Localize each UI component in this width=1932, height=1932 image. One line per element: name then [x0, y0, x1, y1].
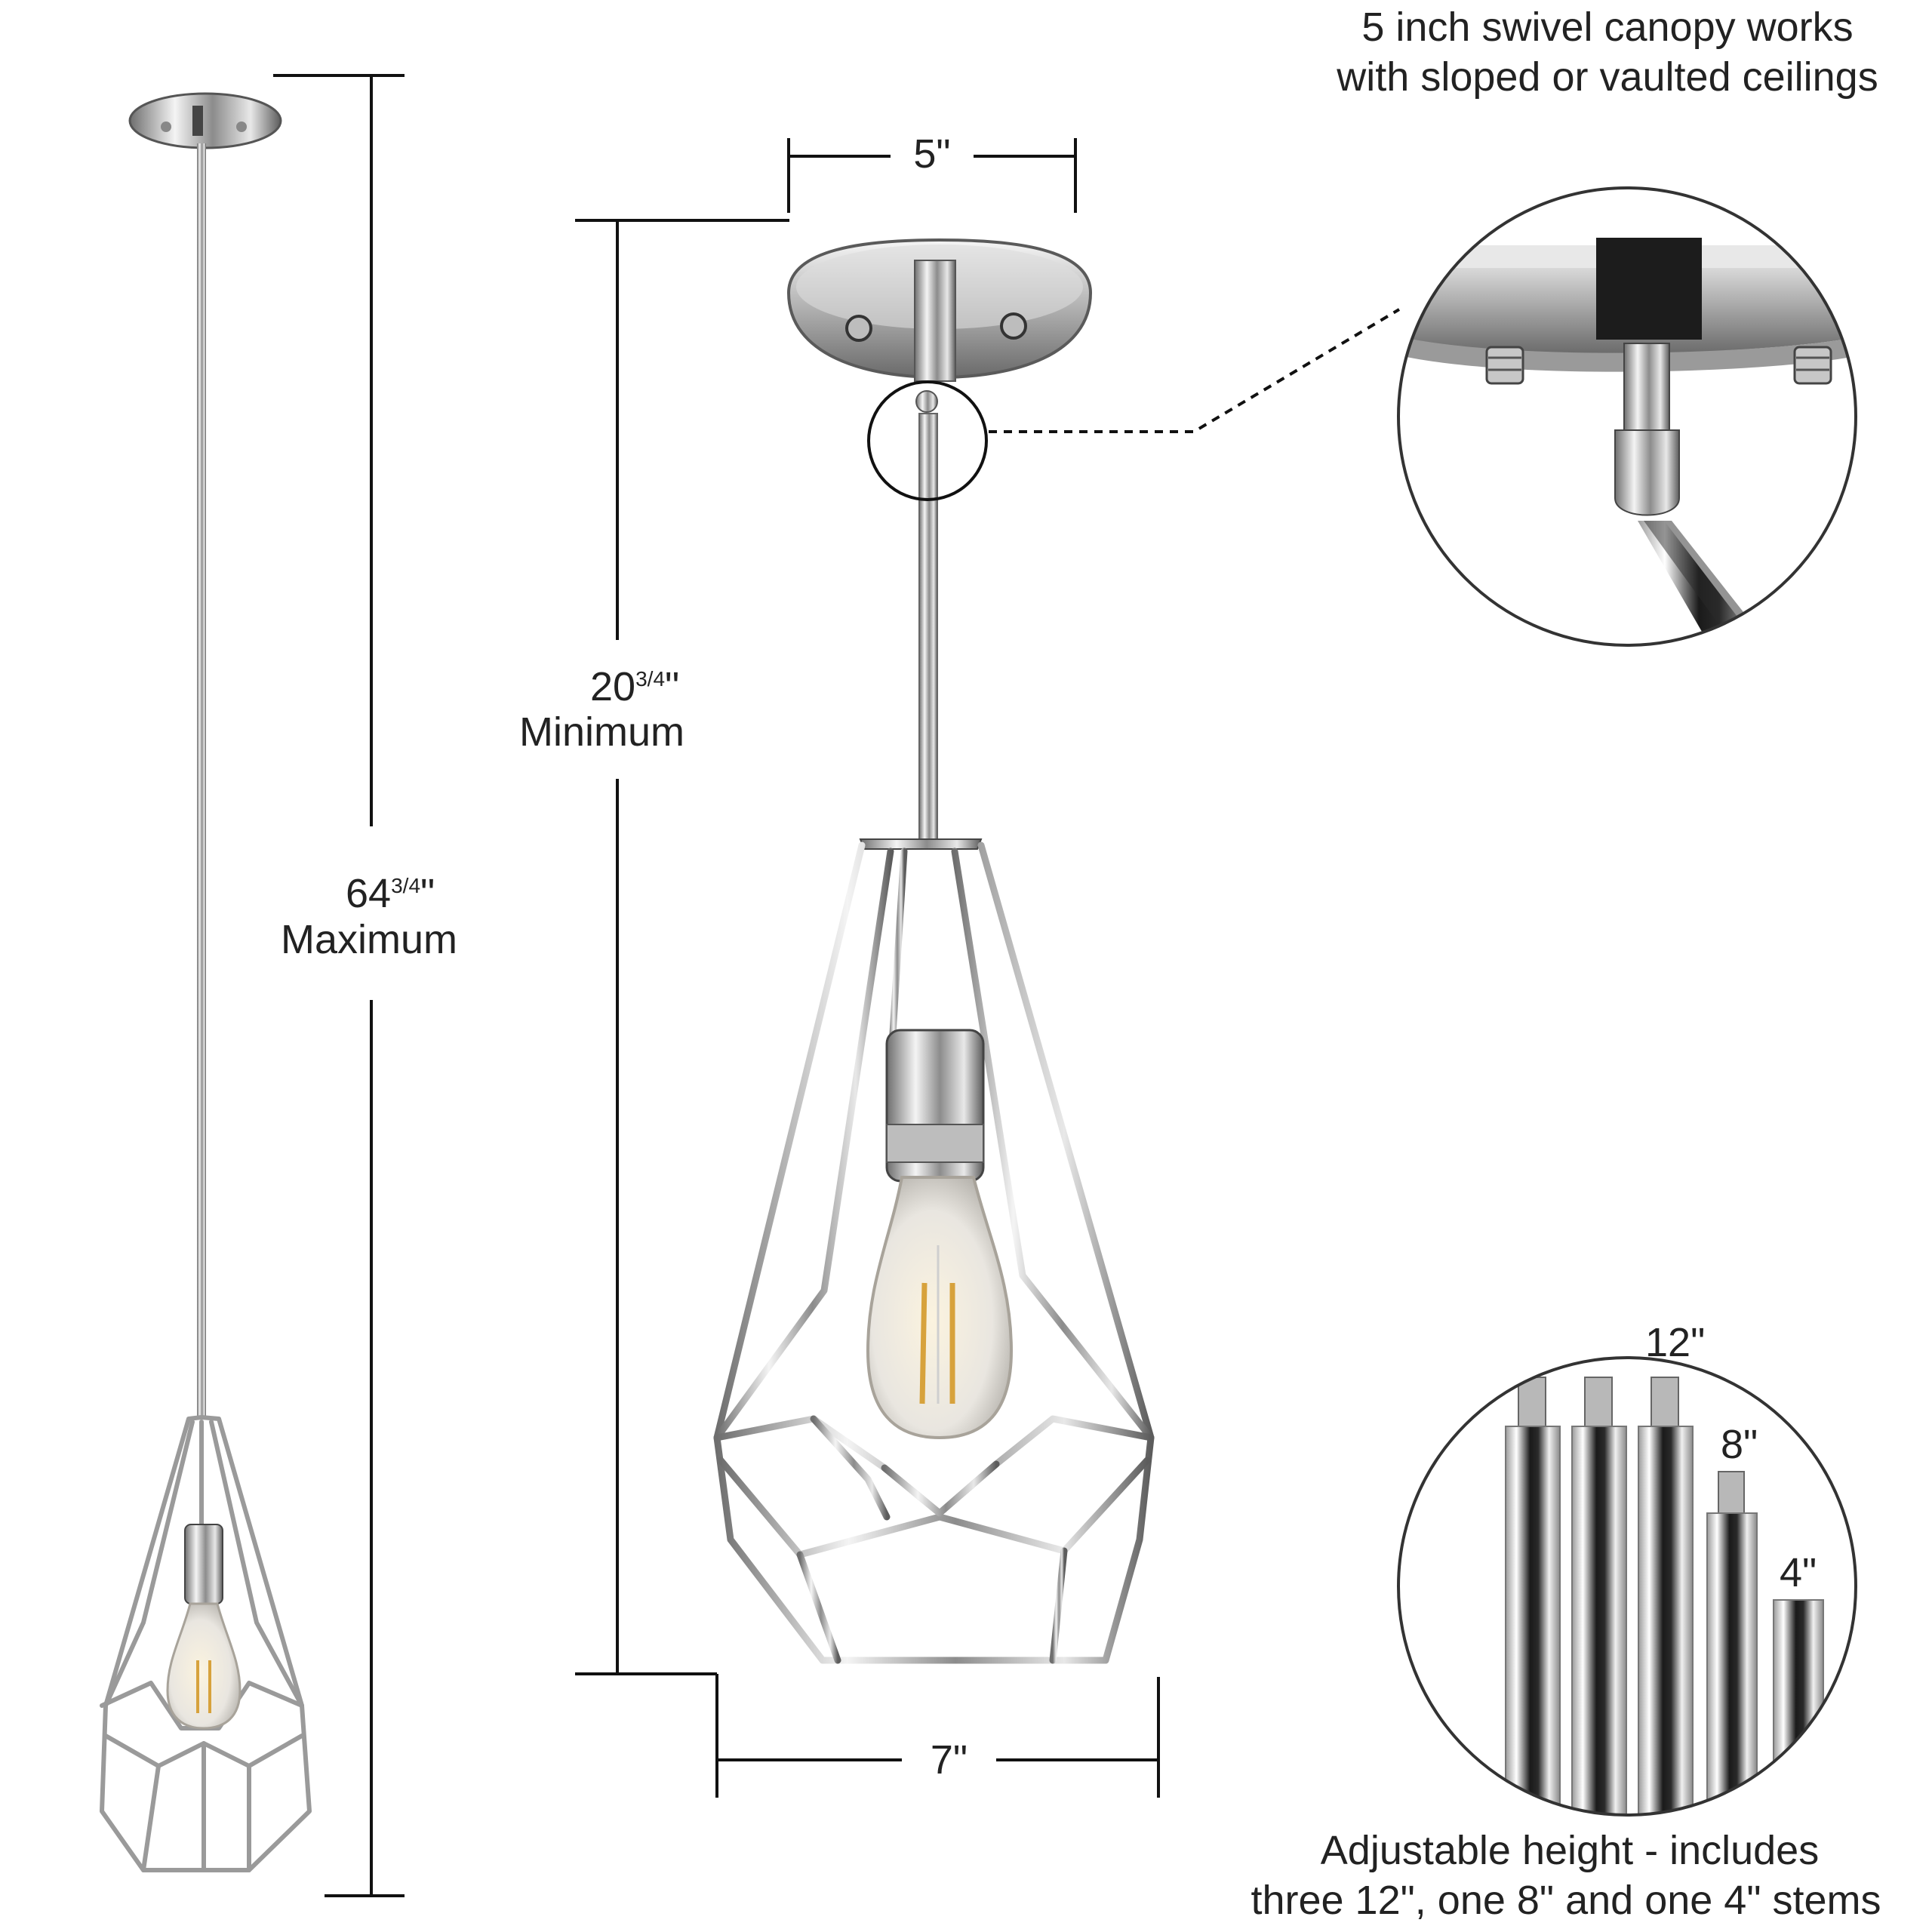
stem-label-8: 8" [1721, 1422, 1758, 1467]
main-cage [713, 841, 1155, 1664]
maximum-height-number: 64 [346, 871, 392, 916]
small-pendant-lamp [100, 92, 312, 1872]
swivel-highlight-circle [867, 380, 988, 501]
small-socket [184, 1524, 223, 1604]
shade-width-dimension-line [715, 1674, 1160, 1798]
canopy-width-dimension-line [787, 138, 1077, 213]
main-rod [918, 413, 938, 843]
minimum-fraction-numerator: 3 [635, 667, 648, 691]
minimum-height-value: 203/4" [590, 664, 680, 709]
small-bulb [166, 1602, 242, 1730]
swivel-canopy-detail [1397, 186, 1857, 647]
stem-12-c [1638, 1377, 1694, 1815]
canopy-note-line1: 5 inch swivel canopy works [1361, 5, 1854, 50]
canopy-note-line2: with sloped or vaulted ceilings [1337, 54, 1878, 100]
stem-4 [1773, 1599, 1824, 1815]
main-bulb [866, 1176, 1014, 1440]
stems-detail [1397, 1356, 1857, 1817]
stems-caption-line2: three 12", one 8" and one 4" stems [1251, 1878, 1881, 1923]
canopy-width-label: 5" [913, 131, 951, 177]
stem-12-a [1505, 1377, 1561, 1815]
maximum-dimension-line [273, 74, 405, 1897]
stems-caption-line1: Adjustable height - includes [1320, 1828, 1820, 1873]
small-canopy [128, 92, 282, 149]
maximum-inch-mark: " [420, 871, 435, 916]
small-rod [197, 143, 206, 1416]
minimum-inch-mark: " [665, 664, 680, 709]
main-pendant-lamp [713, 238, 1155, 1664]
stem-label-12: 12" [1645, 1320, 1706, 1365]
maximum-label: Maximum [281, 917, 458, 962]
minimum-dimension-line [575, 219, 789, 1675]
maximum-fraction-numerator: 3 [391, 874, 403, 897]
maximum-fraction-denominator: 4 [408, 874, 421, 897]
canopy-screw-left [845, 315, 872, 342]
canopy-screw-right [1000, 312, 1027, 340]
stem-label-4: 4" [1780, 1550, 1817, 1595]
shade-width-label: 7" [930, 1737, 968, 1783]
stem-12-b [1571, 1377, 1627, 1815]
minimum-label: Minimum [519, 709, 685, 755]
minimum-height-number: 20 [590, 664, 636, 709]
minimum-fraction-denominator: 4 [653, 667, 666, 691]
stem-8 [1706, 1471, 1758, 1815]
maximum-height-value: 643/4" [346, 871, 435, 916]
detail-leader-line [989, 308, 1401, 433]
